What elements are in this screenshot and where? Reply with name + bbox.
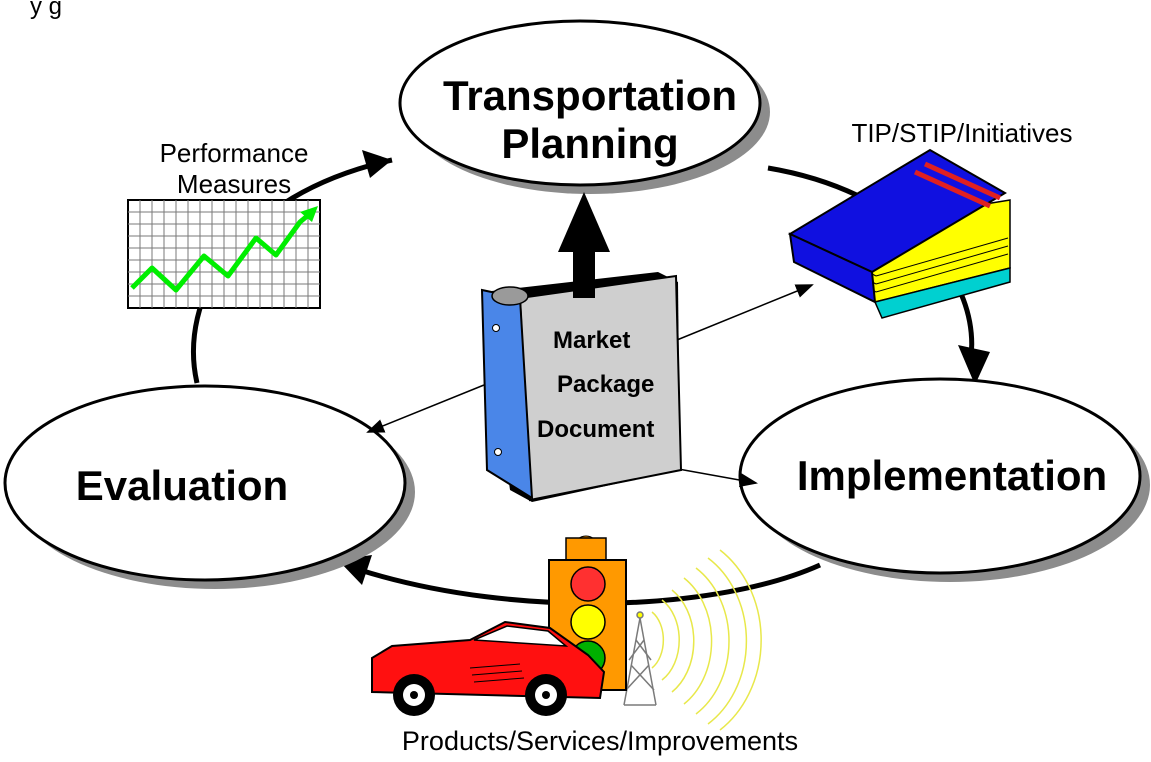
node-implementation: Implementation (738, 377, 1150, 582)
radio-tower-icon (623, 611, 657, 706)
arrow-binder-to-evaluation (366, 384, 485, 433)
arrowhead-to-implementation (958, 345, 990, 385)
tip-stip-label: TIP/STIP/Initiatives (851, 118, 1072, 148)
signal-waves-icon (651, 549, 762, 731)
evaluation-title: Evaluation (76, 462, 288, 509)
node-evaluation: Evaluation (3, 384, 415, 589)
binder-icon: Market Package Document (480, 272, 683, 502)
node-transportation-planning: Transportation Planning (398, 19, 770, 194)
arrow-binder-to-planning (558, 192, 610, 298)
implementation-title: Implementation (797, 452, 1107, 499)
binder-title-line1: Market (553, 327, 630, 354)
planning-title-line1: Transportation (443, 72, 737, 119)
performance-measures-line1: Performance (160, 138, 309, 168)
sports-car-icon (371, 620, 606, 716)
binder-title-line3: Document (537, 416, 654, 443)
binder-title-line2: Package (557, 371, 654, 398)
book-icon (787, 148, 1011, 319)
planning-title-line2: Planning (501, 120, 678, 167)
arrow-binder-to-book (671, 284, 814, 343)
products-services-label: Products/Services/Improvements (402, 726, 798, 756)
performance-chart-icon (127, 199, 321, 309)
arrowhead-to-planning (362, 150, 392, 178)
header-fragment: y g (30, 0, 62, 20)
performance-measures-line2: Measures (177, 169, 291, 199)
